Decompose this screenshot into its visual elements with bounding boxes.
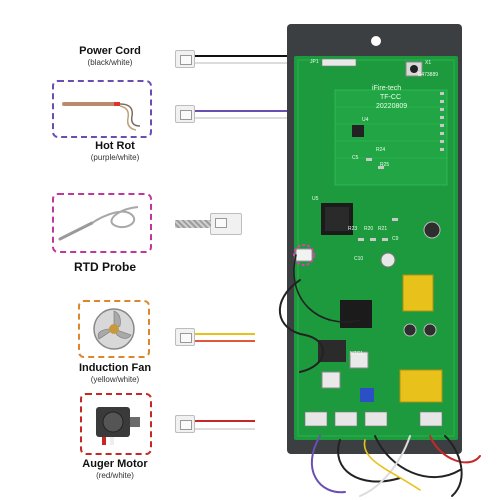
power-cord-wire-black [195, 55, 290, 57]
silk-c5: C5 [352, 155, 359, 161]
induction-fan-frame [78, 300, 150, 358]
induction-fan-wire-red [195, 340, 255, 342]
silk-c9: C9 [392, 236, 399, 242]
hot-rot-colors: (purple/white) [90, 153, 140, 162]
hot-rot-connector [175, 105, 195, 123]
silk-part-no: E473889 [418, 72, 439, 78]
board-date-code: 20220809 [376, 103, 408, 110]
hot-rot-wire-purple [195, 110, 290, 112]
rtd-probe-braided-cable [175, 220, 211, 228]
auger-motor-title: Auger Motor [82, 458, 148, 470]
induction-fan-colors: (yellow/white) [90, 375, 140, 384]
hot-rot-frame [52, 80, 152, 138]
auger-motor-colors: (red/white) [96, 471, 134, 480]
silk-x1: X1 [425, 60, 432, 66]
board-brand: iFire-tech [372, 85, 402, 92]
hot-rod-igniter-icon [62, 102, 141, 131]
auger-motor-wire-red [195, 420, 255, 422]
silk-r21: R21 [378, 226, 388, 232]
power-cord-colors: (black/white) [87, 58, 133, 67]
power-cord-connector [175, 50, 195, 68]
power-cord-title: Power Cord [79, 45, 141, 57]
auger-motor-wire-white [195, 428, 255, 430]
induction-fan-label: Induction Fan (yellow/white) [65, 362, 165, 385]
power-cord-wire-white [195, 62, 290, 64]
auger-motor-connector [175, 415, 195, 433]
silk-r23: R23 [348, 226, 358, 232]
silk-u4: U4 [362, 117, 369, 123]
rtd-port-highlight [293, 244, 315, 266]
rtd-probe-label: RTD Probe [60, 261, 150, 274]
auger-motor-frame [80, 393, 152, 455]
induction-fan-wire-yellow [195, 333, 255, 335]
board-model: TF-CC [380, 94, 401, 101]
rtd-probe-icon [58, 206, 139, 241]
induction-fan-icon [93, 308, 135, 350]
hot-rot-wire-white [195, 117, 290, 119]
induction-fan-title: Induction Fan [78, 362, 152, 374]
rtd-probe-connector [210, 213, 242, 235]
silk-c10: C10 [354, 256, 364, 262]
silk-r20: R20 [364, 226, 374, 232]
induction-fan-connector [175, 328, 195, 346]
auger-motor-label: Auger Motor (red/white) [65, 458, 165, 481]
rtd-probe-title: RTD Probe [73, 260, 136, 274]
auger-motor-icon [96, 407, 140, 445]
silk-r24: R24 [376, 147, 386, 153]
rtd-probe-frame [52, 193, 152, 253]
silk-u5: U5 [312, 196, 319, 202]
hot-rot-title: Hot Rot [95, 140, 135, 152]
silk-r25: R25 [380, 162, 390, 168]
mounting-hole [371, 36, 381, 46]
power-cord-label: Power Cord (black/white) [60, 45, 160, 68]
silk-jp1: JP1 [310, 59, 319, 65]
silk-ntc1: NTC1 [350, 351, 364, 357]
hot-rot-label: Hot Rot (purple/white) [70, 140, 160, 163]
